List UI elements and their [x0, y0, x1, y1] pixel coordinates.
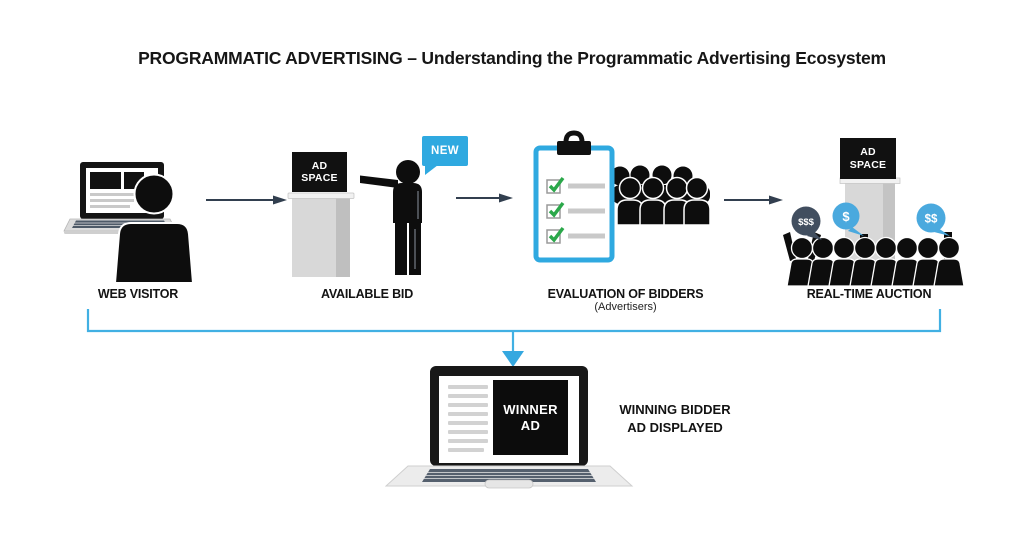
real-time-auction-icon: $$$ $ $$ — [783, 177, 965, 287]
bidder-silhouette — [360, 160, 422, 275]
page-title: PROGRAMMATIC ADVERTISING – Understanding… — [138, 48, 886, 68]
merge-bracket — [86, 309, 942, 367]
sign-line: SPACE — [849, 158, 887, 171]
sign-line: AD — [860, 146, 876, 158]
flow-arrow-2 — [456, 193, 513, 203]
svg-text:$$$: $$$ — [798, 217, 815, 228]
web-visitor-icon — [63, 162, 195, 284]
step-label-web-visitor: WEB VISITOR — [97, 287, 179, 301]
auction-crowd-icon — [783, 232, 965, 287]
winner-ad-box: WINNER AD — [493, 380, 568, 455]
available-bid-icon — [287, 160, 422, 277]
bid-paddles: $$$ $ $$ — [791, 202, 950, 240]
step-label-available-bid: AVAILABLE BID — [320, 287, 414, 301]
winner-ad-line: WINNER — [503, 401, 558, 417]
sign-line: AD — [311, 159, 328, 172]
touchpad — [484, 479, 534, 489]
ad-space-sign: AD SPACE — [840, 138, 896, 179]
flow-arrow-1 — [206, 195, 287, 205]
checklist-row — [546, 226, 605, 244]
new-speech-bubble: NEW — [422, 136, 468, 175]
clipboard-clip — [557, 141, 591, 155]
svg-text:$: $ — [842, 209, 850, 224]
laptop-base — [385, 465, 634, 489]
paddle-dollar-3-icon: $$$ — [791, 206, 822, 240]
visitor-silhouette — [113, 173, 195, 284]
sign-line: SPACE — [301, 172, 338, 184]
checklist-row — [546, 176, 605, 194]
visitor-laptop-icon — [63, 162, 177, 234]
podium-icon — [287, 192, 355, 277]
caption-line: AD DISPLAYED — [627, 420, 723, 435]
bidders-crowd-icon — [610, 165, 711, 226]
flow-arrow-3 — [724, 195, 783, 205]
ad-space-sign: AD SPACE — [292, 152, 347, 192]
step-label-auction: REAL-TIME AUCTION — [806, 287, 932, 301]
paddle-dollar-1-icon: $ — [832, 202, 864, 236]
ad-banner — [90, 172, 121, 189]
checklist-clipboard-icon — [533, 130, 615, 263]
winner-ad-line: AD — [520, 417, 541, 433]
step-label-evaluation: EVALUATION OF BIDDERS — [547, 287, 704, 301]
down-arrow-icon — [502, 351, 524, 367]
caption-line: WINNING BIDDER — [619, 402, 731, 417]
evaluation-of-bidders-icon — [533, 130, 711, 263]
svg-text:$$: $$ — [925, 214, 938, 226]
step-sublabel-advertisers: (Advertisers) — [594, 301, 657, 313]
bubble-text: NEW — [430, 145, 460, 157]
winning-bidder-caption: WINNING BIDDER AD DISPLAYED — [600, 401, 750, 437]
paddle-dollar-2-icon: $$ — [916, 203, 950, 236]
checklist-row — [546, 201, 605, 219]
